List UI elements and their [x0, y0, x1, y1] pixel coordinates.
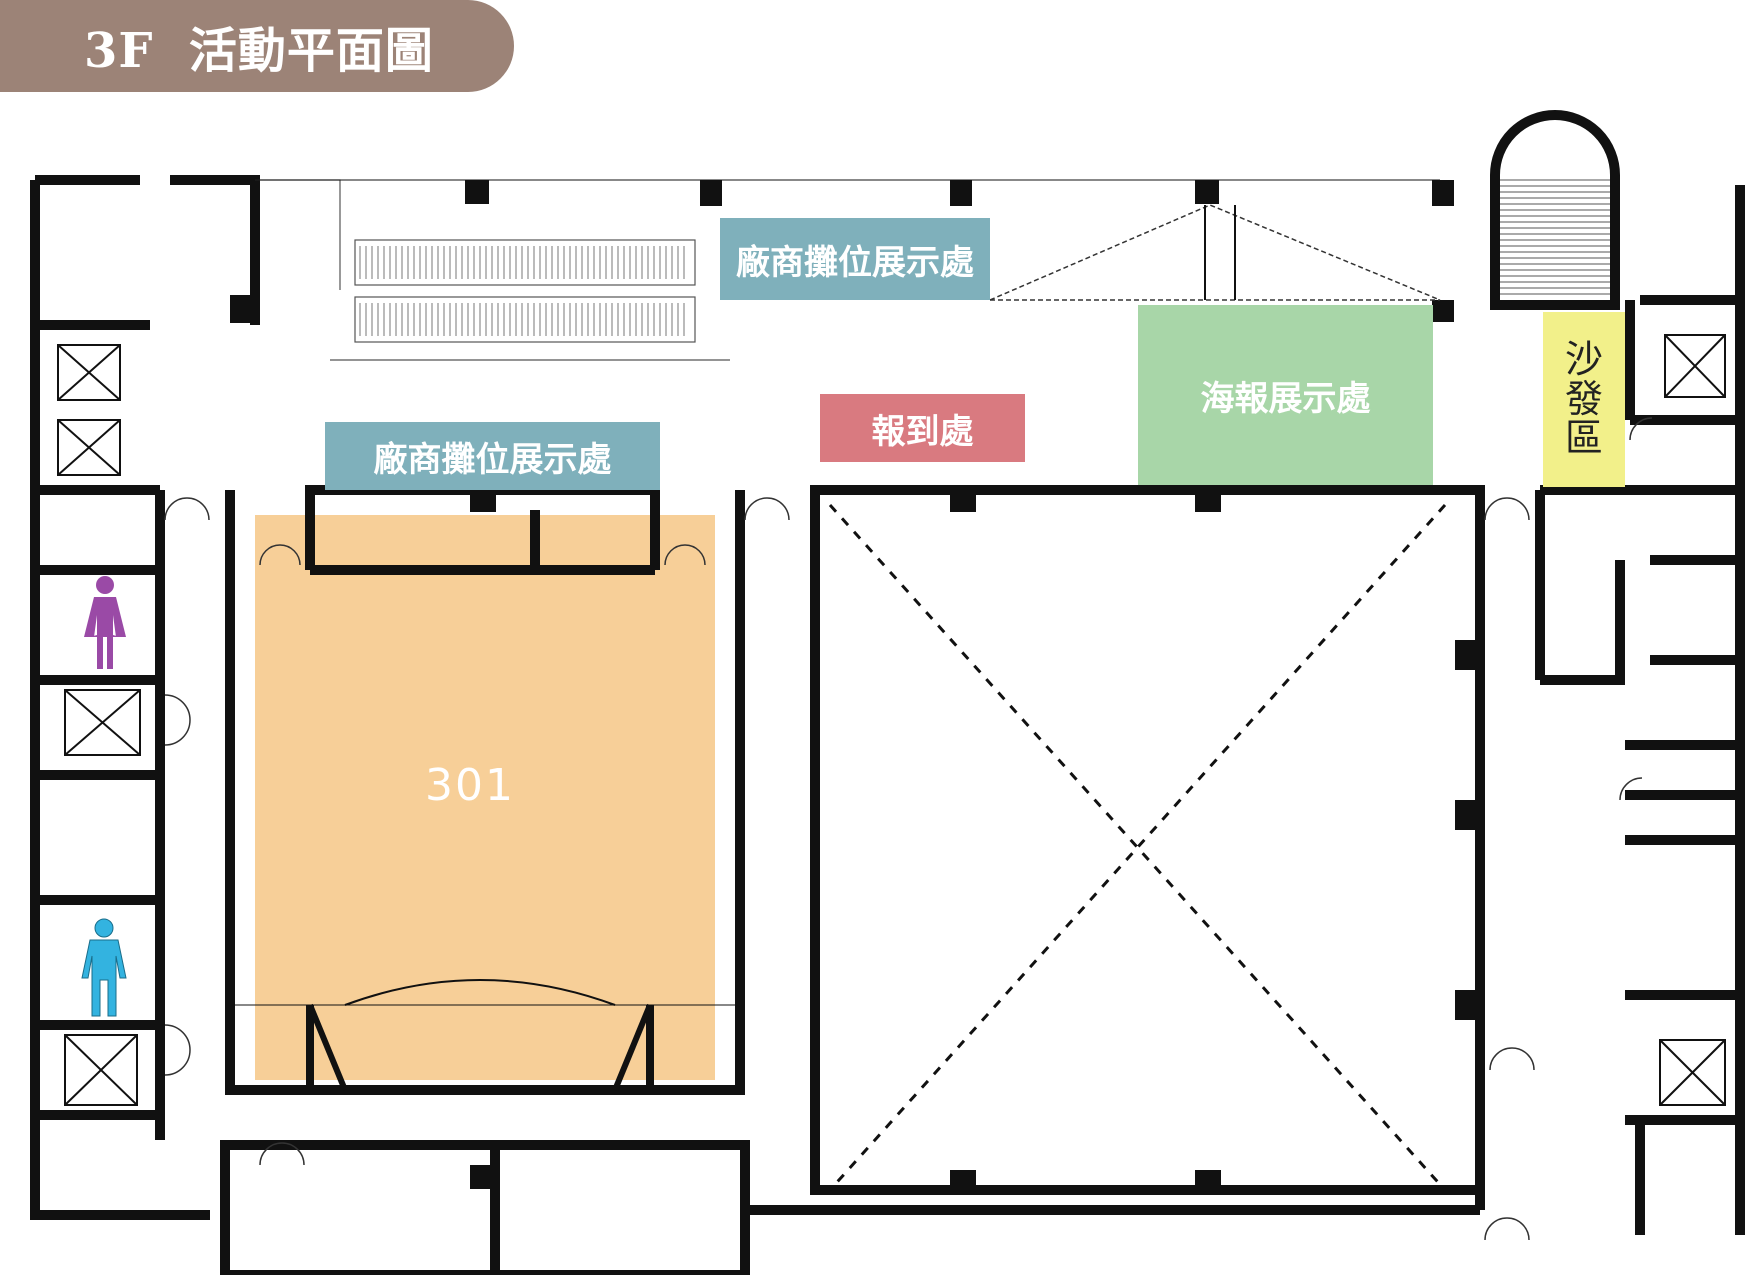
poster-display-label: 海報展示處	[1200, 378, 1371, 419]
elevators	[57, 334, 1726, 1106]
vendor-booth-top[interactable]: 廠商攤位展示處	[720, 218, 990, 300]
woman-icon	[84, 576, 126, 669]
floor-title: 3F 活動平面圖	[84, 11, 434, 81]
stair-steps	[1500, 179, 1610, 295]
registration-desk[interactable]: 報到處	[820, 394, 1025, 462]
man-icon	[81, 918, 127, 1017]
columns	[230, 180, 1481, 1194]
floor-number: 3F	[84, 23, 154, 79]
title-banner: 3F 活動平面圖	[0, 0, 514, 92]
floor-plan-title: 活動平面圖	[188, 23, 434, 79]
registration-label: 報到處	[871, 411, 974, 452]
vendor-booth-mid-label: 廠商攤位展示處	[373, 439, 612, 480]
main-hall-cross	[828, 503, 1447, 1192]
sofa-label-2: 發	[1564, 376, 1603, 421]
vendor-booth-mid[interactable]: 廠商攤位展示處	[325, 422, 660, 490]
poster-display[interactable]: 海報展示處	[1138, 305, 1433, 485]
escalator-steps	[359, 246, 685, 336]
room-301-area[interactable]	[255, 515, 715, 1080]
doors	[164, 417, 1653, 1241]
sofa-label-1: 沙	[1564, 336, 1603, 381]
atrium-posts	[255, 179, 1440, 300]
vendor-booth-top-label: 廠商攤位展示處	[736, 242, 974, 283]
room-301-label: 301	[425, 760, 515, 811]
room-301-stage	[230, 979, 740, 1092]
sofa-area[interactable]: 沙 發 區	[1543, 312, 1625, 487]
atrium-truss	[989, 204, 1441, 301]
walls	[30, 110, 1745, 1275]
sofa-label-3: 區	[1564, 416, 1603, 461]
